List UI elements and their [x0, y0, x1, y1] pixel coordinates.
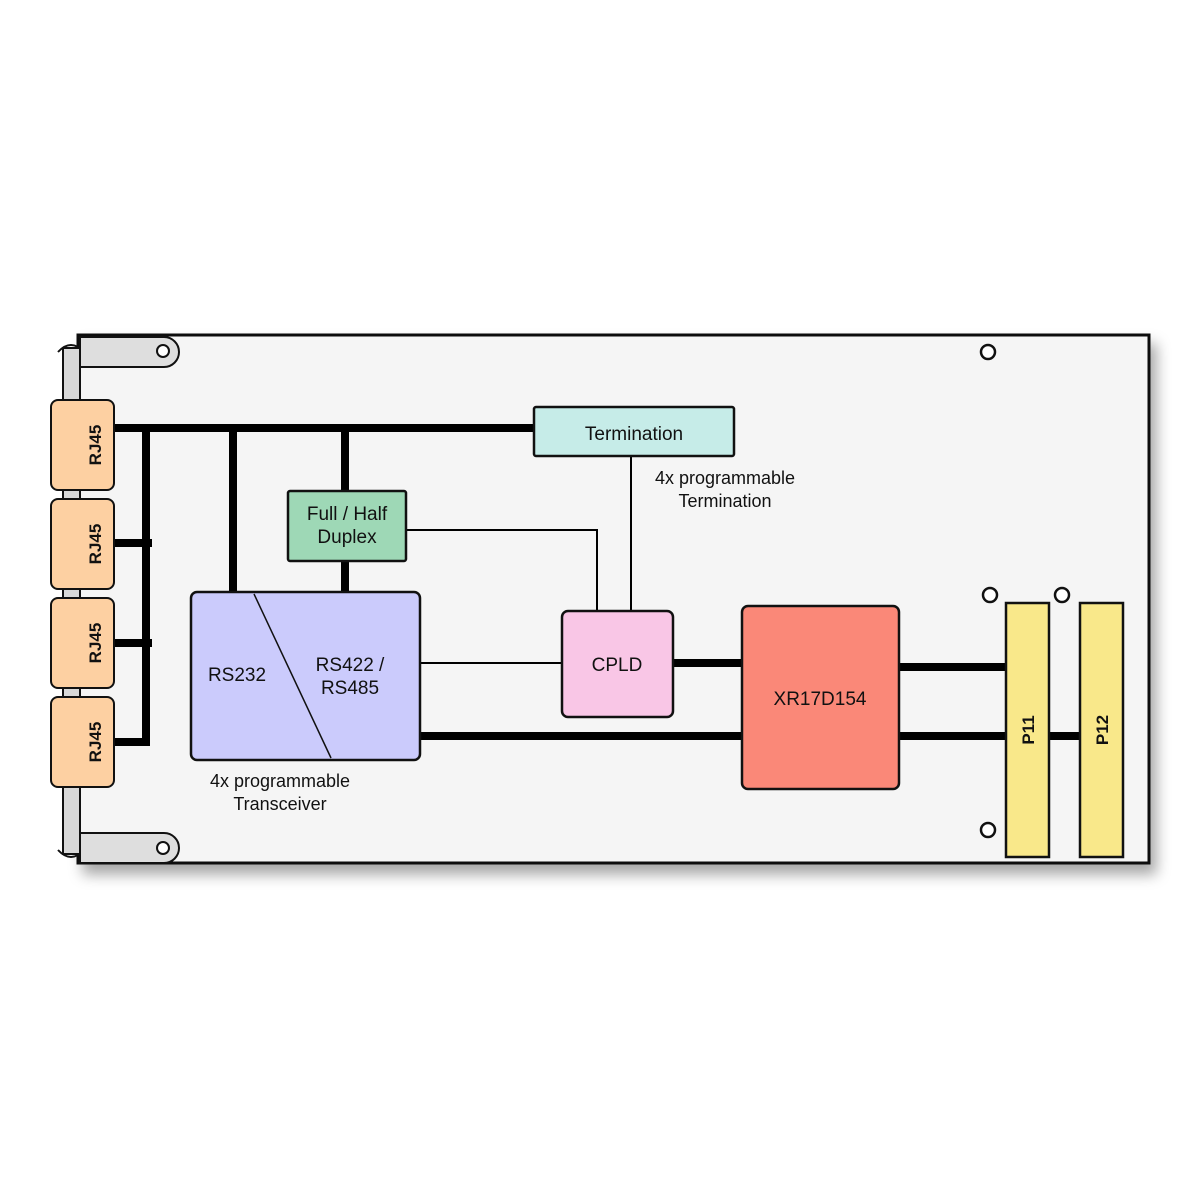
ejector-handle-bottom	[79, 832, 180, 864]
mounting-holes	[979, 343, 1071, 839]
mounting-hole-icon	[979, 343, 997, 361]
rj45-connector-4: RJ45	[50, 696, 115, 788]
rj45-label: RJ45	[86, 722, 105, 763]
termination-block: Termination	[532, 405, 736, 458]
p12-label: P12	[1093, 715, 1112, 745]
transceiver-note-line2: Transceiver	[233, 794, 326, 814]
rs232-label: RS232	[208, 665, 266, 686]
screw-hole-icon	[156, 841, 170, 855]
ejector-handle-top	[79, 336, 180, 368]
rj45-connector-2: RJ45	[50, 498, 115, 590]
duplex-label-line1: Full / Half	[307, 504, 388, 525]
uart-label: XR17D154	[774, 689, 867, 710]
duplex-block: Full / Half Duplex	[286, 489, 408, 563]
mounting-hole-icon	[981, 586, 999, 604]
duplex-label-line2: Duplex	[317, 527, 377, 548]
screw-hole-icon	[156, 344, 170, 358]
uart-block: XR17D154	[740, 604, 901, 791]
p11-label: P11	[1019, 715, 1038, 744]
rj45-label: RJ45	[86, 425, 105, 466]
bus-lines	[112, 424, 1082, 746]
rj45-connector-1: RJ45	[50, 399, 115, 491]
p12-connector: P12	[1078, 601, 1125, 859]
termination-note-line1: 4x programmable	[655, 468, 795, 488]
mounting-hole-icon	[979, 821, 997, 839]
transceiver-note-line1: 4x programmable	[210, 771, 350, 791]
rj45-label: RJ45	[86, 623, 105, 664]
rj45-connector-3: RJ45	[50, 597, 115, 689]
signal-lines	[406, 456, 632, 664]
rs422-label-line2: RS485	[321, 678, 379, 699]
cpld-label: CPLD	[592, 655, 643, 676]
transceiver-block: RS232 RS422 / RS485	[189, 590, 422, 762]
termination-note-line2: Termination	[678, 491, 771, 511]
p11-connector: P11	[1004, 601, 1051, 859]
mounting-hole-icon	[1053, 586, 1071, 604]
cpld-block: CPLD	[560, 609, 675, 719]
rj45-label: RJ45	[86, 524, 105, 565]
termination-label: Termination	[585, 424, 683, 445]
rs422-label-line1: RS422 /	[316, 655, 385, 676]
